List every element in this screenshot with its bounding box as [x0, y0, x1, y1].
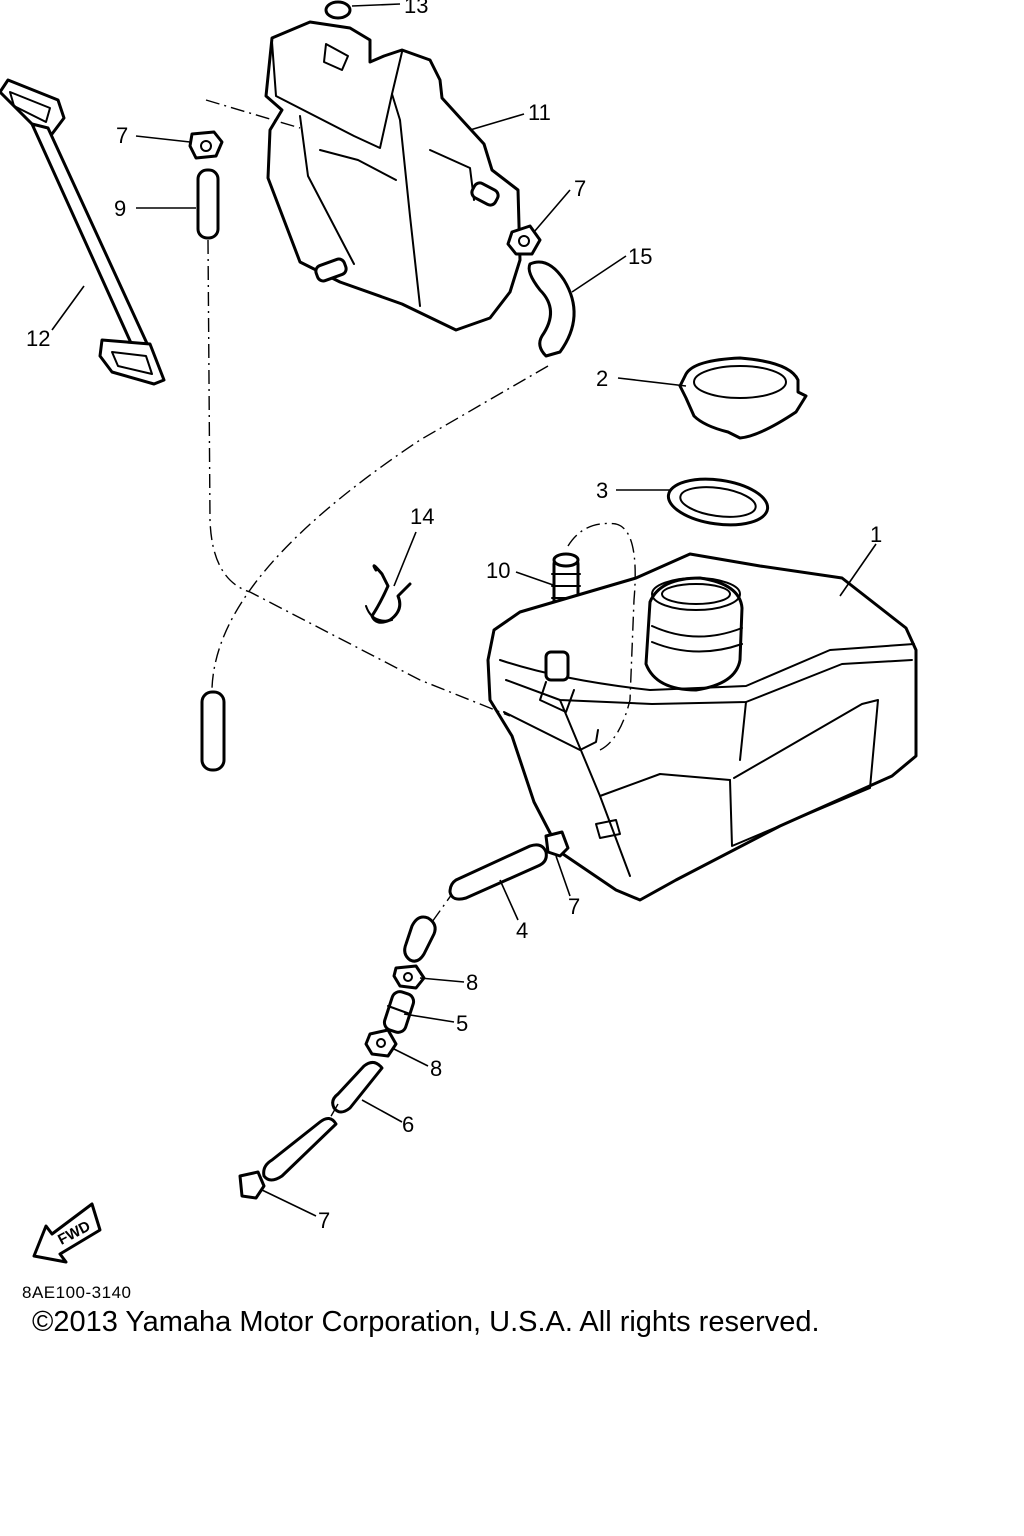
callout-11: 11 [528, 100, 551, 125]
callout-12: 12 [26, 326, 50, 351]
callout-9: 9 [114, 196, 126, 221]
callout-5: 5 [456, 1011, 468, 1036]
strap-part-12 [0, 78, 166, 386]
copyright-notice: ©2013 Yamaha Motor Corporation, U.S.A. A… [32, 1306, 820, 1338]
callout-7-d: 7 [318, 1208, 330, 1233]
callout-7-c: 7 [568, 894, 580, 919]
callout-13: 13 [404, 0, 428, 18]
reservoir-tank-part-11 [264, 20, 522, 332]
callout-7-a: 7 [116, 123, 128, 148]
hose-part-15 [527, 260, 576, 358]
clip-part-7-upper-left [188, 130, 224, 160]
clip-part-7-tank [544, 830, 570, 858]
clamp-part-14 [365, 564, 412, 624]
fuel-tank-part-1 [486, 552, 918, 902]
callout-15: 15 [628, 244, 652, 269]
diagram-code: 8AE100-3140 [22, 1283, 132, 1302]
callout-10: 10 [486, 558, 510, 583]
routing-hose-path [200, 99, 636, 772]
callout-4: 4 [516, 918, 528, 943]
cap-part-13 [324, 0, 352, 20]
callout-2: 2 [596, 366, 608, 391]
callout-3: 3 [596, 478, 608, 503]
callout-labels: 13 7 9 11 7 15 12 2 3 14 10 1 4 7 8 5 8 … [26, 0, 882, 1233]
clip-part-8-lower [364, 1028, 398, 1058]
callout-14: 14 [410, 504, 434, 529]
leader-lines [51, 3, 877, 1217]
hose-part-9 [196, 168, 220, 240]
hose-part-4 [403, 843, 548, 963]
fwd-arrow-icon: FWD [32, 1202, 102, 1264]
clip-part-7-bottom [238, 1170, 266, 1200]
clip-part-8-upper [392, 964, 426, 990]
hose-part-6 [262, 1061, 384, 1182]
callout-6: 6 [402, 1112, 414, 1137]
filler-cap-part-2 [678, 356, 808, 440]
callout-7-b: 7 [574, 176, 586, 201]
gasket-part-3 [666, 477, 770, 527]
callout-8-a: 8 [466, 970, 478, 995]
callout-1: 1 [870, 522, 882, 547]
filter-part-5 [382, 990, 416, 1034]
clip-part-7-upper-right [506, 224, 542, 256]
parts-diagram: 13 7 9 11 7 15 12 2 3 14 10 1 4 7 8 5 8 … [0, 0, 918, 1264]
callout-8-b: 8 [430, 1056, 442, 1081]
